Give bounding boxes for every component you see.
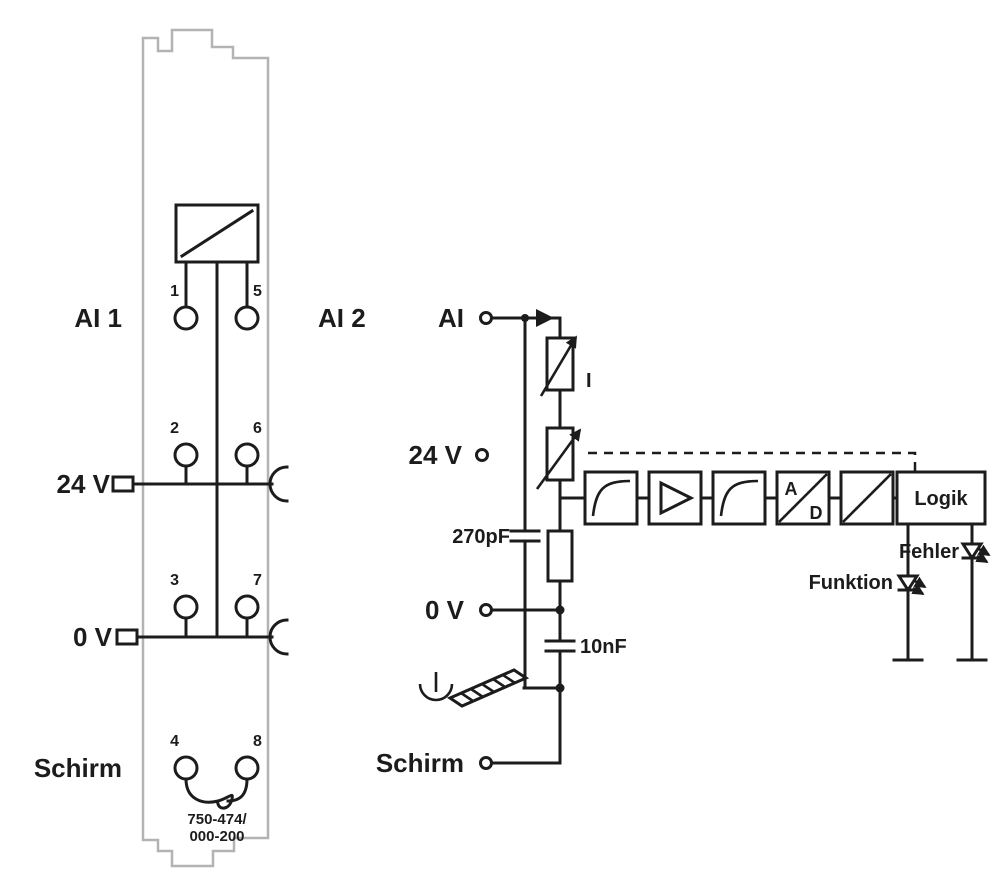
terminal-number-8: 8 <box>253 733 262 750</box>
label-led-funktion: Funktion <box>809 572 893 594</box>
led-ray <box>913 576 927 589</box>
filter-curve-icon <box>719 479 759 517</box>
terminal-number-6: 6 <box>253 420 262 437</box>
label-0v-schematic: 0 V <box>425 595 465 625</box>
din-rail-hatch <box>460 691 474 703</box>
label-cap-270pf: 270pF <box>452 526 510 548</box>
supply-connector-24v <box>111 475 135 493</box>
terminal-7 <box>234 594 260 620</box>
series-resistor <box>546 529 574 583</box>
junction-dot <box>521 314 529 322</box>
terminal-1 <box>173 305 199 331</box>
label-24v-module: 24 V <box>57 469 111 499</box>
variable-resistor-1-arrow <box>539 335 578 397</box>
junction-dot <box>555 683 565 693</box>
label-cap-10nf: 10nF <box>580 636 627 658</box>
label-ai1: AI 1 <box>74 303 122 333</box>
filter-curve-icon <box>591 479 631 517</box>
terminal-4 <box>173 755 199 781</box>
label-led-fehler: Fehler <box>899 541 959 563</box>
terminal-8 <box>234 755 260 781</box>
diode-icon <box>536 309 554 327</box>
isolation-diagonal <box>842 473 892 523</box>
label-schirm-schematic: Schirm <box>376 748 464 778</box>
din-rail-hatch <box>481 682 495 694</box>
terminal-3 <box>173 594 199 620</box>
supply-connector-0v <box>115 628 139 646</box>
label-current: I <box>586 370 592 392</box>
led-triangle <box>896 574 920 593</box>
terminal-number-4: 4 <box>170 733 179 750</box>
terminal-number-7: 7 <box>253 572 262 589</box>
shield-jumper <box>226 777 249 803</box>
earth-symbol <box>418 672 454 702</box>
part-number-line1: 750-474/ <box>187 811 247 828</box>
led-ray <box>911 583 925 596</box>
terminal-number-5: 5 <box>253 283 262 300</box>
din-rail-hatch <box>502 673 516 685</box>
led-ray <box>977 544 991 557</box>
terminal-number-2: 2 <box>170 420 179 437</box>
module-terminals <box>173 305 260 781</box>
variable-resistor-2 <box>545 426 575 482</box>
block-chain: A D Logik <box>583 470 987 526</box>
label-schirm-module: Schirm <box>34 753 122 783</box>
label-24v-schematic: 24 V <box>409 440 463 470</box>
terminal-ai <box>479 311 493 325</box>
label-0v-module: 0 V <box>73 622 113 652</box>
schematic-right: A D Logik <box>376 303 991 778</box>
adc-diagonal <box>778 473 828 523</box>
junction-dot <box>555 605 565 615</box>
bus-hook-0v <box>268 618 289 656</box>
adc-label-d: D <box>810 503 823 523</box>
led-branches <box>892 522 991 662</box>
adc-label-a: A <box>785 479 798 499</box>
din-rail-hatch <box>492 677 506 689</box>
part-number-line2: 000-200 <box>189 828 244 845</box>
earth-cup <box>418 683 454 702</box>
module-wiring <box>131 260 274 810</box>
logic-block <box>895 470 987 526</box>
terminal-0v <box>479 603 493 617</box>
terminal-number-1: 1 <box>170 283 179 300</box>
led-fehler-icon <box>960 542 991 564</box>
led-triangle <box>960 542 984 561</box>
isolation-diagonal <box>179 208 255 259</box>
module-housing-outline <box>141 28 270 868</box>
led-ray <box>975 551 989 564</box>
terminal-number-3: 3 <box>170 572 179 589</box>
terminal-2 <box>173 442 199 468</box>
control-dashed-line <box>588 451 917 471</box>
led-funktion-icon <box>896 574 927 596</box>
module-left: 1 5 2 6 3 7 4 8 AI 1 AI 2 24 V 0 V Schir… <box>34 28 366 868</box>
din-rail-symbol <box>446 668 530 708</box>
capacitor-10nf <box>544 639 576 653</box>
din-rail-hatch <box>470 687 484 699</box>
capacitor-270pf <box>509 529 541 543</box>
terminal-6 <box>234 442 260 468</box>
logic-label: Logik <box>914 488 968 510</box>
bus-hook-24v <box>268 465 289 503</box>
terminal-5 <box>234 305 260 331</box>
terminal-24v <box>475 448 489 462</box>
label-ai-schematic: AI <box>438 303 464 333</box>
shield-jumper <box>184 777 234 810</box>
amplifier-triangle-icon <box>659 480 695 516</box>
terminal-schirm <box>479 756 493 770</box>
label-ai2: AI 2 <box>318 303 366 333</box>
variable-resistor-2-arrow <box>535 428 582 490</box>
